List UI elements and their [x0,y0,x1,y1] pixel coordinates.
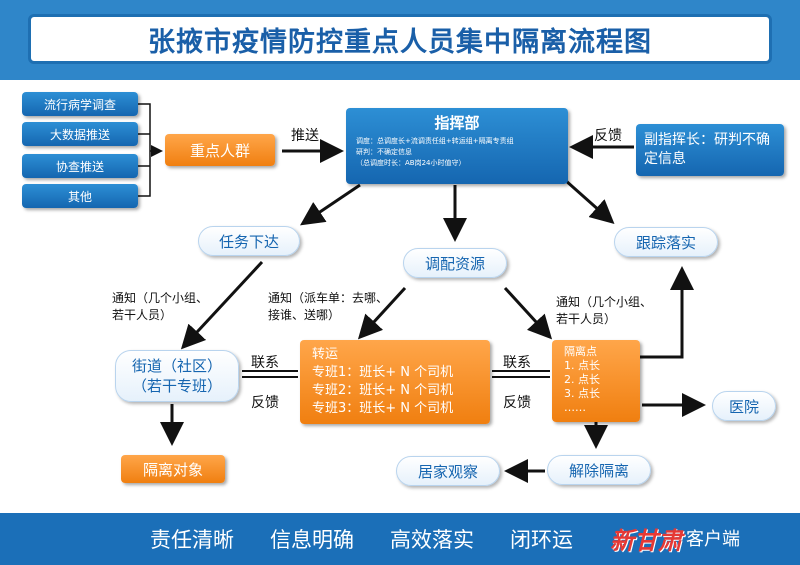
source-big-data: 大数据推送 [22,122,138,146]
task-to-street-arrow [180,260,264,350]
source-epidemiology: 流行病学调查 [22,92,138,116]
home-observation-label: 居家观察 [417,462,478,481]
release-label: 解除隔离 [568,461,629,480]
track-label: 跟踪落实 [635,233,696,252]
page-title: 张掖市疫情防控重点人员集中隔离流程图 [148,26,652,58]
street-line: 街道（社区） [131,357,222,375]
isolation-to-track-arrow [640,266,694,359]
isolation-target-label: 隔离对象 [142,460,203,479]
notice-left: 通知（几个小组、 若干人员） [112,290,208,324]
feedback-label-left: 反馈 [251,395,279,411]
allocate-to-transport-arrow [357,286,407,340]
allocate-box: 调配资源 [403,248,507,278]
title-bar: 张掖市疫情防控重点人员集中隔离流程图 [28,14,772,64]
footer-stripe [0,513,800,565]
contact-label-left: 联系 [251,355,279,371]
notice-line: 通知（几个小组、 [556,295,653,309]
notice-line: 通知（派车单：去哪、 [268,291,389,305]
allocate-label: 调配资源 [424,254,485,273]
release-box: 解除隔离 [547,455,651,485]
brand-suffix: 客户端 [686,529,740,550]
notice-line: 若干人员） [112,308,173,322]
allocate-to-isolation-arrow [503,286,553,340]
command-to-task-arrow [300,183,361,226]
command-box: 指挥部 调度：总调度长+流调责任组+转运组+隔离专责组 研判：不确定信息 （总调… [346,108,568,184]
footer-slogan: 闭环运 [510,528,573,552]
brand-logo: 新甘肃 [610,526,682,555]
brand-watermark: 新甘肃 客户端 [610,516,740,560]
push-label: 推送 [291,128,319,144]
key-group-label: 重点人群 [189,141,250,160]
transport-box: 转运 专班1：班长+ N 个司机 专班2：班长+ N 个司机 专班3：班长+ N… [300,340,490,424]
notice-line: 通知（几个小组、 [112,291,209,305]
command-line: （总调度时长：AB岗24小时值守） [356,159,466,167]
contact-label-right: 联系 [503,355,531,371]
transport-line: 专班3：班长+ N 个司机 [312,401,454,416]
deputy-box: 副指挥长：研判不确定信息 [636,124,784,176]
transport-title: 转运 [312,347,339,362]
command-line: 研判：不确定信息 [356,148,412,156]
command-line: 调度：总调度长+流调责任组+转运组+隔离专责组 [356,137,514,145]
notice-line: 接谁、送哪） [268,308,341,322]
street-line: （若干专班） [131,377,222,395]
isolation-point-line: 3. 点长 [564,387,600,400]
deputy-label: 副指挥长：研判不确定信息 [644,132,770,167]
source-label: 协查推送 [55,159,104,174]
track-box: 跟踪落实 [614,227,718,257]
footer-slogan: 高效落实 [390,528,474,552]
hospital-box: 医院 [712,391,776,421]
isolation-point-box: 隔离点 1. 点长 2. 点长 3. 点长 …… [552,340,640,422]
isolation-point-title: 隔离点 [564,345,597,358]
footer-slogans: 责任清晰 信息明确 高效落实 闭环运 [150,513,573,565]
footer-slogan: 信息明确 [270,528,354,552]
transport-line: 专班1：班长+ N 个司机 [312,365,454,380]
source-label: 其他 [67,189,92,204]
street-box: 街道（社区） （若干专班） [115,350,239,402]
hospital-label: 医院 [728,397,759,416]
key-group-box: 重点人群 [165,134,275,166]
home-observation-box: 居家观察 [396,456,500,486]
notice-mid: 通知（派车单：去哪、 接谁、送哪） [268,290,388,324]
isolation-target-box: 隔离对象 [121,455,225,483]
footer-slogan: 责任清晰 [150,528,234,552]
feedback-label-right: 反馈 [503,395,531,411]
source-label: 大数据推送 [49,127,110,142]
task-dispatch-box: 任务下达 [198,226,300,256]
command-title: 指挥部 [434,114,480,132]
source-other: 其他 [22,184,138,208]
isolation-point-line: …… [564,401,586,414]
notice-right: 通知（几个小组、 若干人员） [556,294,652,328]
source-assist-check: 协查推送 [22,154,138,178]
notice-line: 若干人员） [556,312,617,326]
isolation-point-line: 1. 点长 [564,359,600,372]
command-to-track-arrow [564,178,615,224]
task-dispatch-label: 任务下达 [218,232,279,251]
transport-line: 专班2：班长+ N 个司机 [312,383,454,398]
sources-bracket [138,103,151,197]
source-label: 流行病学调查 [43,97,116,112]
feedback-label: 反馈 [594,128,622,144]
isolation-point-line: 2. 点长 [564,373,600,386]
